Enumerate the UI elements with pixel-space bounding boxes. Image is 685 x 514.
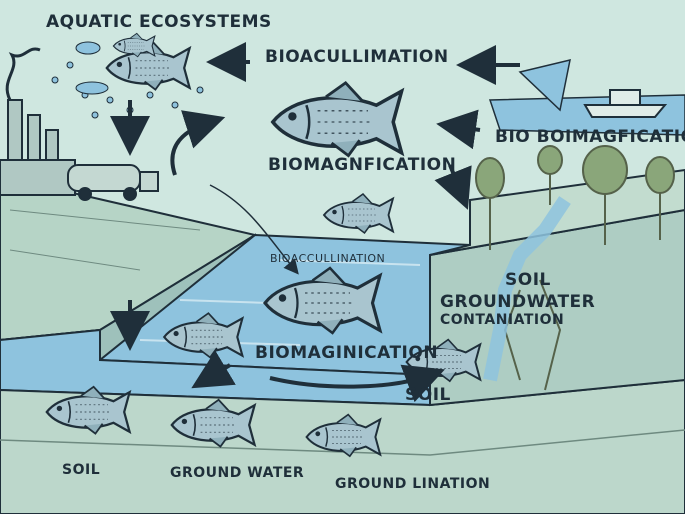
label-biomagnification-low: BIOMAGINICATION (255, 343, 439, 363)
rain-drops-icon (51, 41, 204, 119)
label-bio-biomagnification: BIO BOIMAGFICATIO (495, 127, 685, 147)
label-soil-bottom: SOIL (62, 462, 101, 478)
label-bioaccumulation-top: BIOACULLIMATION (265, 47, 449, 67)
diagram-title: AQUATIC ECOSYSTEMS (46, 12, 272, 32)
groundwater-stream (483, 196, 571, 382)
tree-icon (475, 145, 675, 250)
label-groundlination: GROUND LINATION (335, 476, 491, 492)
label-bioaccumulation-water: BIOACCULLINATION (270, 252, 386, 265)
label-groundwater: GROUNDWATER (440, 292, 596, 312)
truck-icon (67, 164, 159, 201)
label-soil-mid: SOIL (405, 385, 451, 405)
boat-icon (583, 89, 668, 118)
arrow-icon (110, 42, 520, 403)
label-ground-water-bottom: GROUND WATER (170, 465, 305, 481)
label-biomagnification-mid: BIOMAGNFICATION (268, 155, 457, 175)
label-soil-right: SOIL (505, 270, 551, 290)
label-contamination: CONTANIATION (440, 312, 565, 328)
